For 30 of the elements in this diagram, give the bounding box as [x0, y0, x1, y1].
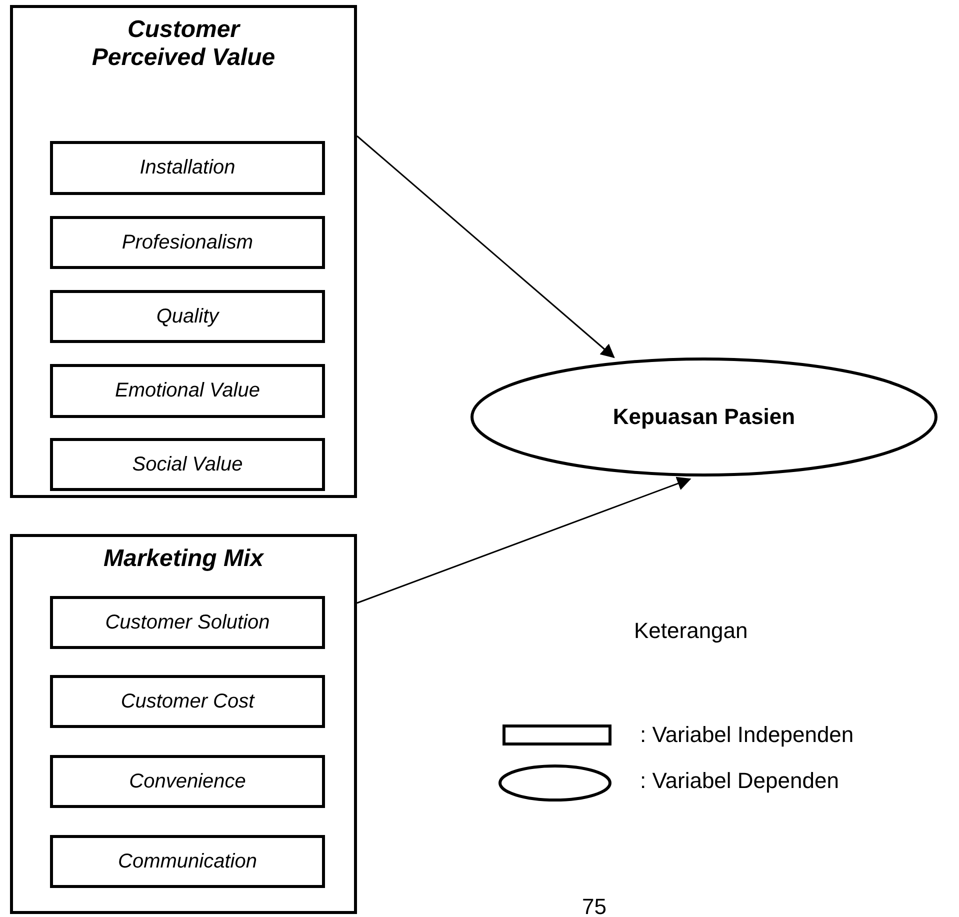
indicator-box	[50, 290, 325, 343]
group-title: Marketing Mix	[102, 545, 265, 573]
legend-heading: Keterangan	[634, 618, 748, 644]
indicator-box	[50, 364, 325, 418]
variable-label: Profesionalism	[120, 231, 254, 254]
variable-label: Communication	[117, 850, 258, 873]
variable-label: Installation	[138, 156, 236, 180]
group-box	[10, 534, 357, 914]
variable-label: Social Value	[131, 453, 244, 476]
indicator-box	[50, 835, 325, 888]
variable-label: Kepuasan Pasien	[612, 404, 796, 430]
variable-label: Convenience	[128, 770, 247, 793]
variable-label: Emotional Value	[114, 380, 261, 402]
page-number: 75	[582, 894, 606, 917]
indicator-box	[50, 438, 325, 491]
variable-label: Quality	[155, 305, 220, 328]
group-title: Customer Perceived Value	[90, 16, 276, 72]
indicator-box	[50, 216, 325, 269]
dependent-ellipse	[470, 357, 938, 477]
variable-label: Customer Solution	[104, 611, 271, 634]
group-box	[10, 5, 357, 498]
indicator-box	[50, 141, 325, 195]
arrow	[356, 476, 692, 604]
indicator-box	[50, 755, 325, 808]
indicator-box	[50, 675, 325, 728]
variable-label: Customer Cost	[120, 690, 256, 713]
arrow	[356, 135, 615, 358]
legend-text: : Variabel Dependen	[640, 768, 839, 794]
legend-text: : Variabel Independen	[640, 722, 854, 748]
indicator-box	[50, 596, 325, 649]
